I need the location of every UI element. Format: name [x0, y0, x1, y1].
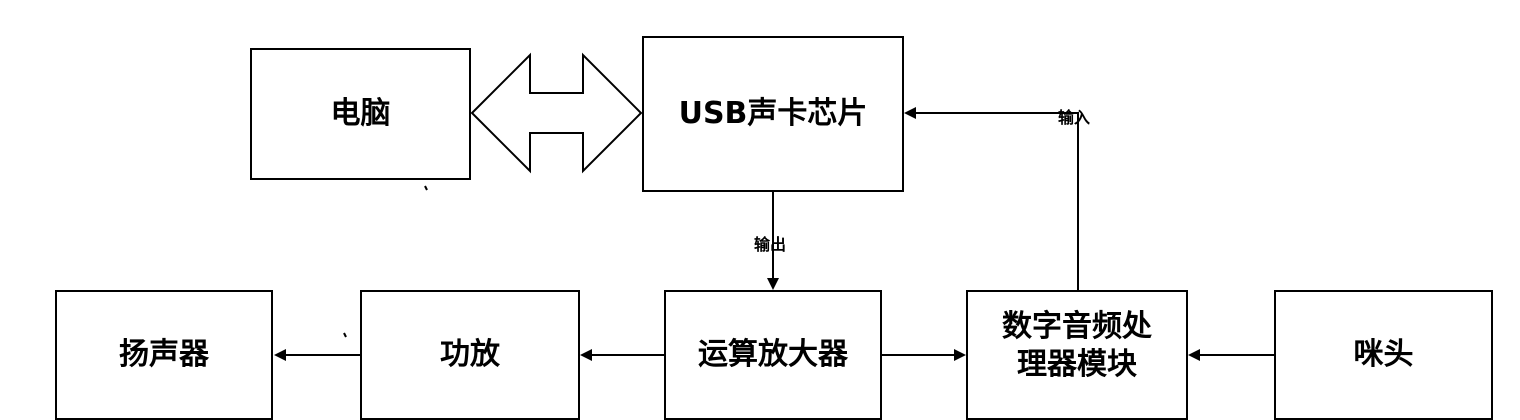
output-label: 输出 — [754, 235, 787, 254]
computer-box: 电脑 — [250, 48, 471, 180]
dsp-module-label-line1: 数字音频处 — [1002, 309, 1152, 344]
speaker-label: 扬声器 — [119, 337, 209, 373]
scan-speck — [424, 185, 428, 191]
amplifier-box: 功放 — [360, 290, 580, 420]
usb-sound-chip-box: USB声卡芯片 — [642, 36, 904, 192]
diagram-canvas — [274, 52, 1274, 361]
dsp-module-label-line2: 理器模块 — [1017, 346, 1137, 382]
speaker-box: 扬声器 — [55, 290, 273, 420]
amplifier-label: 功放 — [440, 337, 500, 373]
input-connector — [904, 107, 1079, 290]
usb-sound-chip-label: USB声卡芯片 — [678, 96, 868, 132]
scan-speck — [343, 332, 347, 338]
computer-label: 电脑 — [330, 96, 391, 132]
mic-box: 咪头 — [1274, 290, 1493, 420]
input-label: 输入 — [1058, 108, 1091, 127]
op-amp-box: 运算放大器 — [664, 290, 882, 420]
dsp-module-box: 数字音频处 理器模块 — [966, 290, 1188, 420]
bidirectional-arrow — [470, 52, 643, 174]
op-amp-label: 运算放大器 — [698, 337, 848, 373]
mic-label: 咪头 — [1353, 337, 1414, 373]
